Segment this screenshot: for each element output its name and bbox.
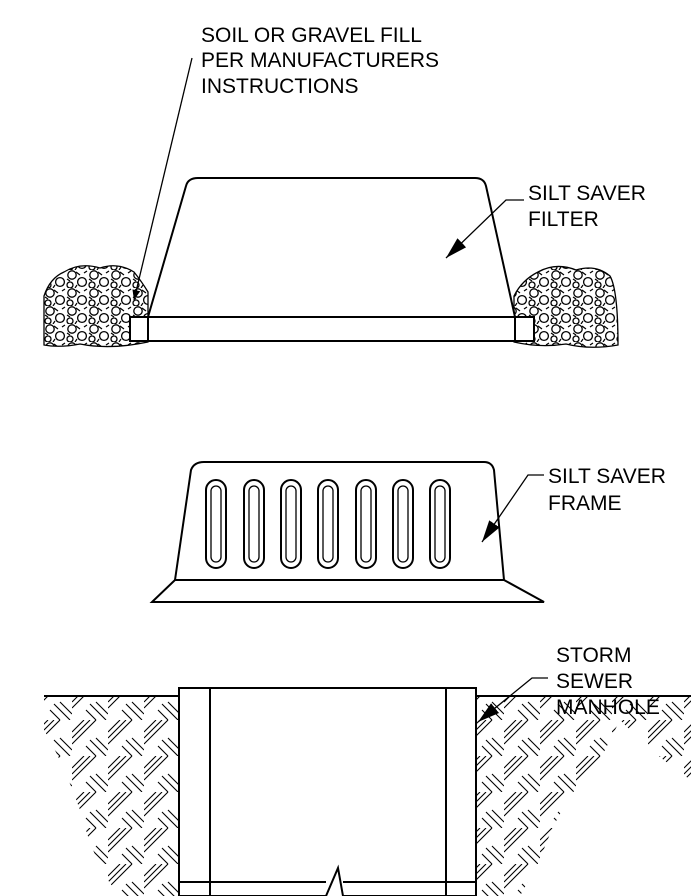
manhole-assembly xyxy=(44,677,691,896)
manhole-label-line1: STORM xyxy=(556,644,631,667)
frame-slot-inner xyxy=(360,485,372,563)
manhole-leader-arrow xyxy=(477,677,548,723)
filter-dome xyxy=(146,177,517,318)
frame-slot-inner xyxy=(397,485,409,563)
fill-label-line1: SOIL OR GRAVEL FILL xyxy=(201,24,422,47)
frame-label-line2: FRAME xyxy=(548,492,622,515)
manhole-label-line2: SEWER xyxy=(556,670,633,693)
soil-ground-right xyxy=(476,696,691,896)
frame-flange xyxy=(149,579,545,603)
soil-ground-left xyxy=(44,696,179,896)
frame-slot xyxy=(280,479,302,569)
frame-leader-arrow xyxy=(481,474,544,543)
frame-slot xyxy=(317,479,339,569)
frame-assembly xyxy=(149,461,545,603)
fill-label-line2: PER MANUFACTURERS xyxy=(201,49,439,72)
frame-slot-inner xyxy=(210,485,222,563)
frame-slot xyxy=(392,479,414,569)
frame-slots xyxy=(205,479,451,569)
frame-slot-inner xyxy=(322,485,334,563)
filter-base-ring xyxy=(129,316,535,342)
frame-slot xyxy=(355,479,377,569)
frame-label-line1: SILT SAVER xyxy=(548,465,666,488)
frame-slot-inner xyxy=(285,485,297,563)
filter-label-line1: SILT SAVER xyxy=(528,182,646,205)
filter-label-line2: FILTER xyxy=(528,208,599,231)
filter-assembly xyxy=(43,57,619,348)
fill-label-line3: INSTRUCTIONS xyxy=(201,75,359,98)
gravel-fill-right xyxy=(513,265,619,348)
filter-leader-arrow xyxy=(445,199,524,259)
frame-slot-inner xyxy=(434,485,446,563)
frame-slot xyxy=(205,479,227,569)
manhole-label-line3: MANHOLE xyxy=(556,696,660,719)
frame-slot xyxy=(243,479,265,569)
frame-slot xyxy=(429,479,451,569)
fill-leader-arrow xyxy=(132,57,193,301)
gravel-fill-left xyxy=(43,265,149,348)
manhole-shaft xyxy=(178,687,477,896)
frame-slot-inner xyxy=(248,485,260,563)
